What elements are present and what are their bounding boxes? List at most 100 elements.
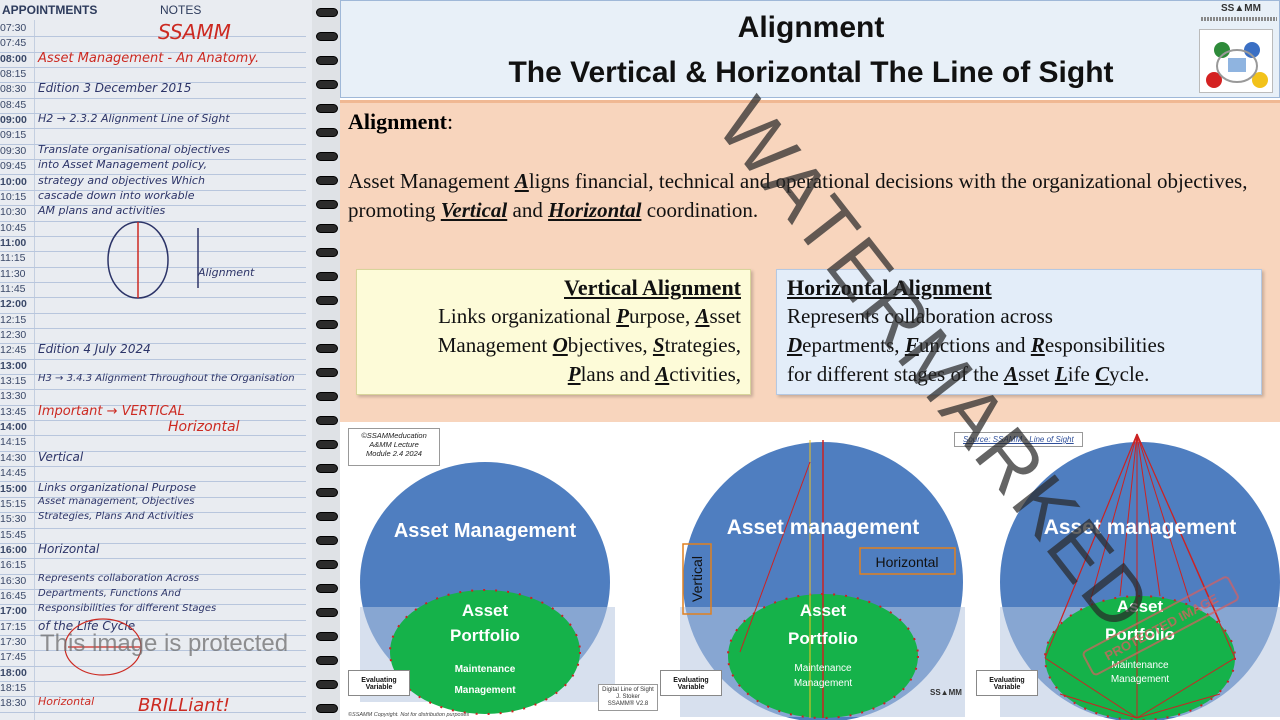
spiral-ring xyxy=(316,632,338,641)
notebook-row: 16:00 xyxy=(0,544,306,560)
protected-overlay-text: This image is protected xyxy=(40,630,289,657)
notebook-row: 16:45 xyxy=(0,589,306,606)
d2-horizontal-label: Horizontal xyxy=(875,554,938,570)
vertical-alignment-title: Vertical Alignment xyxy=(564,275,741,300)
notebook-time: 15:30 xyxy=(0,513,27,526)
notebook-time: 12:15 xyxy=(0,313,27,326)
handwritten-note: H3 → 3.4.3 Alignment Throughout the Orga… xyxy=(38,373,295,385)
title-bar: Alignment The Vertical & Horizontal The … xyxy=(340,0,1280,98)
handwritten-note: into Asset Management policy, xyxy=(38,158,208,172)
notebook-time: 17:00 xyxy=(0,605,27,618)
notebook-row: 17:30 xyxy=(0,636,306,652)
d3-top-label: Asset management xyxy=(1044,516,1237,539)
notebook-time: 11:15 xyxy=(0,252,26,265)
notebook-row: 16:30 xyxy=(0,575,306,590)
handwritten-note: Important → VERTICAL xyxy=(38,403,185,419)
handwritten-note: cascade down into workable xyxy=(38,188,195,202)
handwritten-note: Departments, Functions And xyxy=(38,587,181,599)
ssamm-small-logo: SS▲MM xyxy=(930,688,962,697)
handwritten-note: Horizontal xyxy=(168,419,240,436)
notebook-time: 13:45 xyxy=(0,405,27,418)
notebook-time: 12:45 xyxy=(0,344,27,357)
spiral-ring xyxy=(316,344,338,353)
logo-graphic-icon xyxy=(1206,42,1268,88)
handwritten-note: BRILLiant! xyxy=(138,695,230,717)
notebook-row: 18:15 xyxy=(0,682,306,698)
alignment-heading: Alignment: xyxy=(348,109,454,134)
notebook-row: 08:30 xyxy=(0,83,306,99)
notebook-time: 11:45 xyxy=(0,282,26,295)
spiral-ring xyxy=(316,8,338,17)
diagram-2: Asset management Asset Portfolio Mainten… xyxy=(680,440,965,720)
notebook-time: 16:30 xyxy=(0,574,27,587)
spiral-ring xyxy=(316,152,338,161)
spiral-ring xyxy=(316,248,338,257)
spiral-ring xyxy=(316,392,338,401)
handwritten-note: Alignment xyxy=(198,265,255,279)
spiral-ring xyxy=(316,320,338,329)
spiral-ring xyxy=(316,416,338,425)
notebook-row: 08:45 xyxy=(0,98,306,115)
appointments-label: APPOINTMENTS xyxy=(2,3,98,17)
handwritten-note: Links organizational Purpose xyxy=(38,480,196,494)
spiral-ring xyxy=(316,224,338,233)
vertical-alignment-box: Vertical Alignment Links organizational … xyxy=(356,269,751,395)
notebook-time: 16:15 xyxy=(0,559,27,572)
notebook-time: 09:15 xyxy=(0,129,27,142)
spiral-ring xyxy=(316,200,338,209)
notebook-row: 18:30 xyxy=(0,697,306,713)
notebook-row: 15:15 xyxy=(0,497,306,514)
brand-tagline xyxy=(1201,17,1277,21)
spiral-ring xyxy=(316,704,338,713)
notebook-row: 13:30 xyxy=(0,390,306,406)
handwritten-note: Translate organisational objectives xyxy=(38,142,231,156)
notebook-row: 11:30 xyxy=(0,268,306,283)
d2-mid2: Portfolio xyxy=(788,629,858,648)
copyright-line: ©SSAMMeducation A&MM Lecture Module 2.4 … xyxy=(361,431,427,458)
handwritten-note: strategy and objectives Which xyxy=(38,173,205,187)
d2-mid1: Asset xyxy=(800,601,847,620)
d2-top-label: Asset management xyxy=(727,516,920,539)
notebook-time: 13:00 xyxy=(0,359,27,372)
notebook-row: 10:30 xyxy=(0,206,306,222)
spiral-ring xyxy=(316,680,338,689)
second-sketch xyxy=(64,618,142,676)
spiral-ring xyxy=(316,464,338,473)
notebook-row: 11:15 xyxy=(0,252,306,268)
notebook-time: 15:45 xyxy=(0,528,27,541)
spiral-ring xyxy=(316,104,338,113)
notebook-time: 14:45 xyxy=(0,467,27,480)
notebook-time: 09:00 xyxy=(0,114,27,127)
alignment-content: Alignment: Asset Management Aligns finan… xyxy=(340,100,1280,422)
spiral-ring xyxy=(316,296,338,305)
digital-line-of-sight-label: Digital Line of Sight J. Stoker SSAMM® V… xyxy=(598,684,658,711)
spiral-ring xyxy=(316,536,338,545)
notebook-row: 11:00 xyxy=(0,237,306,253)
circle-sketch xyxy=(107,221,199,299)
notebook-time: 11:30 xyxy=(0,267,26,280)
notebook-row: 08:15 xyxy=(0,68,306,84)
d2-low1: Maintenance xyxy=(794,663,852,674)
notebook-time: 16:45 xyxy=(0,589,27,602)
handwritten-note: Asset management, Objectives xyxy=(38,495,195,507)
source-link[interactable]: Source: SSAMM - Line of Sight xyxy=(954,432,1083,447)
notebook-time: 17:45 xyxy=(0,651,27,664)
handwritten-note: Edition 4 July 2024 xyxy=(38,342,151,357)
notebook-time: 08:00 xyxy=(0,52,27,65)
notebook-row: 13:00 xyxy=(0,359,306,376)
spiral-ring xyxy=(316,368,338,377)
notebook-row: 12:00 xyxy=(0,298,306,314)
d3-low1: Maintenance xyxy=(1111,660,1169,671)
notes-label: NOTES xyxy=(160,3,202,17)
notebook-row: 07:30 xyxy=(0,22,306,38)
spiral-ring xyxy=(316,272,338,281)
notebook-time: 08:45 xyxy=(0,98,27,111)
notebook-time: 09:45 xyxy=(0,160,27,173)
horizontal-alignment-title: Horizontal Alignment xyxy=(787,275,992,300)
notebook-row: 14:45 xyxy=(0,467,306,483)
notebook-row: 10:45 xyxy=(0,222,306,237)
notebook-row: 14:00 xyxy=(0,421,306,437)
notebook-time: 15:00 xyxy=(0,482,27,495)
notebook-time: 15:15 xyxy=(0,497,27,510)
